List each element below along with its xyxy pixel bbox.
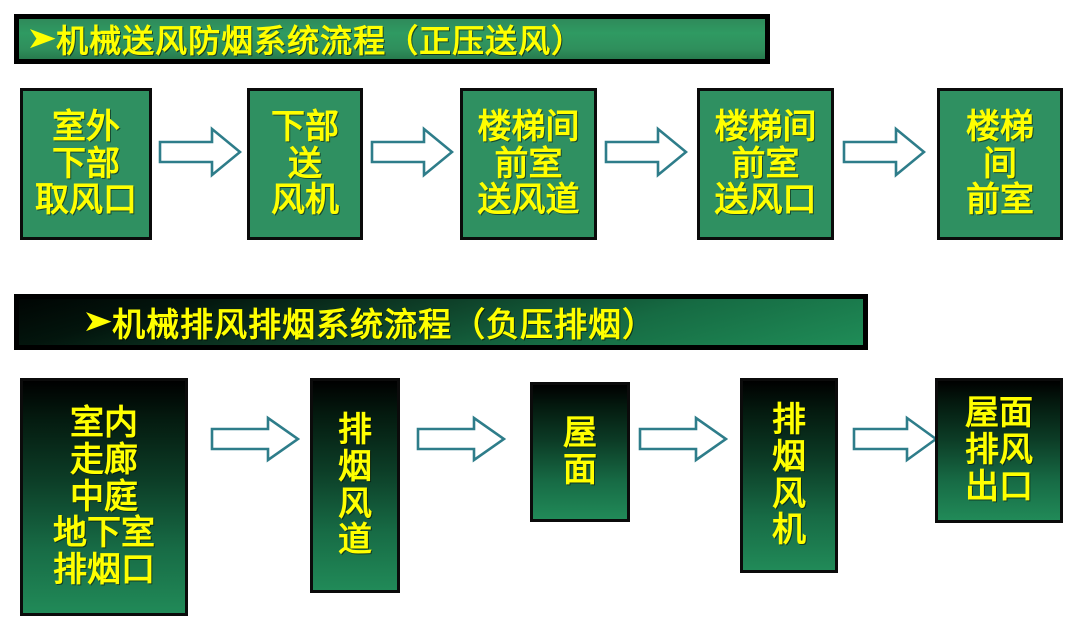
box-line: 屋 [965, 394, 999, 433]
box-line: 排 [338, 411, 372, 450]
box-line: 排 [965, 431, 999, 470]
box-line: 走廊 [70, 440, 138, 479]
box-line: 排 [772, 401, 806, 440]
right-block-arrow-icon-8 [852, 415, 938, 463]
section-title-bar-pressurization-supply: ➤ 机械送风防烟系统流程（正压送风） [14, 14, 770, 64]
box-line: 屋 [563, 414, 597, 453]
flow-box-roof-exhaust-outlet[interactable]: 屋 排 出 面 风 口 [935, 378, 1063, 523]
box-line: 室外 [52, 107, 120, 146]
box-line: 间 [983, 144, 1017, 183]
box-line: 面 [999, 394, 1033, 433]
box-line: 风 [999, 431, 1033, 470]
flow-box-roof[interactable]: 屋 面 [530, 382, 630, 522]
right-block-arrow-icon-2 [370, 126, 454, 178]
right-block-arrow-icon-3 [604, 126, 688, 178]
flow-box-smoke-exhaust-duct[interactable]: 排 烟 风 道 [310, 378, 400, 593]
right-block-arrow-icon-6 [416, 415, 506, 463]
flow-box-lower-supply-fan[interactable]: 下部 送 风机 [247, 88, 363, 240]
box-line: 送 [288, 144, 322, 183]
box-line: 楼梯间 [714, 107, 817, 146]
flow-box-indoor-corridor-atrium-basement-smoke-inlet[interactable]: 室内 走廊 中庭 地下室 排烟口 [20, 378, 188, 616]
box-line: 前室 [494, 144, 563, 183]
box-column-2: 面 风 口 [999, 395, 1033, 505]
box-line: 前室 [731, 144, 800, 183]
right-block-arrow-icon-4 [842, 126, 926, 178]
flow-box-stairwell-vestibule[interactable]: 楼梯 间 前室 [937, 88, 1063, 240]
box-line: 出 [965, 467, 999, 506]
box-line: 排烟口 [53, 551, 155, 590]
right-block-arrow-icon-1 [158, 126, 242, 178]
bullet-arrow-icon: ➤ [81, 305, 114, 338]
box-line: 地下室 [53, 514, 155, 553]
box-line: 面 [563, 451, 597, 489]
box-line: 风机 [271, 181, 339, 220]
box-line: 烟 [338, 447, 372, 486]
flow-box-stairwell-vestibule-supply-outlet[interactable]: 楼梯间 前室 送风口 [697, 88, 834, 240]
box-line: 前室 [966, 181, 1034, 220]
box-column-1: 屋 排 出 [965, 395, 999, 505]
flow-box-smoke-exhaust-fan[interactable]: 排 烟 风 机 [740, 378, 838, 573]
box-line: 送风道 [477, 181, 580, 220]
right-block-arrow-icon-7 [638, 415, 728, 463]
box-line: 烟 [772, 437, 806, 476]
section-title-bar-exhaust-smoke-extraction: ➤ 机械排风排烟系统流程（负压排烟） [14, 294, 868, 350]
box-line: 取风口 [35, 181, 137, 220]
bullet-arrow-icon: ➤ [25, 22, 58, 55]
section-title-text: 机械排风排烟系统流程（负压排烟） [112, 306, 657, 343]
box-line: 送风口 [714, 181, 817, 220]
box-line: 下部 [271, 107, 339, 146]
box-line: 机 [772, 511, 806, 550]
box-line: 口 [999, 467, 1033, 506]
box-line: 楼梯间 [477, 107, 580, 146]
box-line: 风 [338, 484, 372, 523]
flow-box-stairwell-vestibule-supply-duct[interactable]: 楼梯间 前室 送风道 [460, 88, 597, 240]
section-title-text: 机械送风防烟系统流程（正压送风） [56, 23, 585, 59]
box-line: 楼梯 [966, 107, 1034, 146]
box-line: 下部 [52, 144, 120, 183]
box-line: 道 [338, 521, 372, 560]
right-block-arrow-icon-5 [210, 415, 300, 463]
box-line: 室内 [70, 404, 138, 443]
box-line: 中庭 [70, 477, 138, 516]
box-line: 风 [772, 474, 806, 513]
flow-box-outdoor-lower-air-intake[interactable]: 室外 下部 取风口 [20, 88, 152, 240]
